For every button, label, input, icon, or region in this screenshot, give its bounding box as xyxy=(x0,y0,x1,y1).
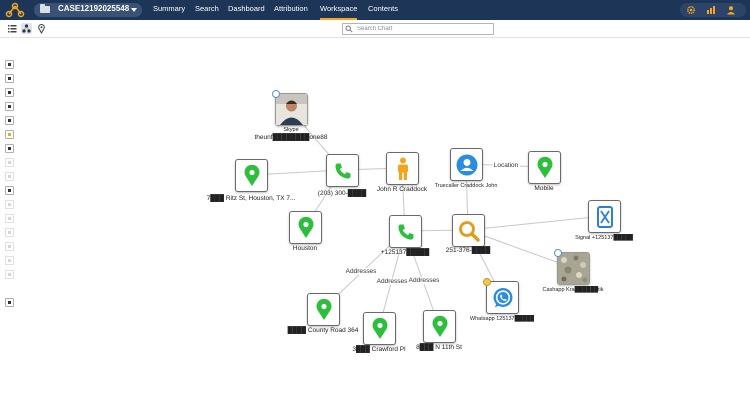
contact-icon xyxy=(456,154,478,176)
node-label: Houston xyxy=(292,245,318,252)
undo-icon[interactable] xyxy=(5,256,14,265)
app-logo-icon[interactable] xyxy=(4,1,26,19)
profile-photo-icon xyxy=(558,253,589,284)
node-badge-icon xyxy=(272,90,280,98)
node-label: +125137█████ xyxy=(380,249,430,256)
node-truecaller[interactable] xyxy=(450,148,483,181)
edge-search-cashapp xyxy=(467,229,574,269)
node-signal[interactable] xyxy=(588,200,621,233)
node-person-craddock[interactable] xyxy=(386,152,419,185)
graph-icon[interactable] xyxy=(21,23,32,34)
top-navigation-bar: CASE12192025548 Summary Search Dashboard… xyxy=(0,0,750,20)
node-label: Whatsapp 125137█████ xyxy=(469,316,535,322)
node-label: 8███ N 11th St xyxy=(416,344,462,351)
list-icon[interactable] xyxy=(7,23,18,34)
folder-icon xyxy=(40,4,50,13)
hide-icon[interactable] xyxy=(5,200,14,209)
phone-icon xyxy=(335,163,351,179)
node-addr-ritz[interactable] xyxy=(235,159,268,192)
node-skype[interactable] xyxy=(275,93,308,126)
image-icon[interactable] xyxy=(5,186,14,195)
search-chart-box xyxy=(342,23,494,35)
case-selector[interactable]: CASE12192025548 xyxy=(34,3,142,17)
gear-icon[interactable] xyxy=(686,5,696,15)
edge-search-signal xyxy=(467,215,605,231)
list-icon[interactable] xyxy=(5,74,14,83)
node-label: Mobile xyxy=(534,185,554,192)
layers-icon[interactable] xyxy=(5,158,14,167)
node-phone-1251[interactable] xyxy=(389,215,422,248)
signal-icon xyxy=(597,206,613,228)
stack-icon[interactable] xyxy=(5,172,14,181)
node-cashapp[interactable] xyxy=(557,252,590,285)
node-houston[interactable] xyxy=(289,211,322,244)
node-label: 3███ Crawford Pl xyxy=(352,346,406,353)
edge-label-addresses: Addresses xyxy=(375,278,409,286)
search-icon xyxy=(459,221,480,242)
search-icon xyxy=(345,25,353,33)
redo-icon[interactable] xyxy=(5,270,14,279)
settings-icon[interactable] xyxy=(5,60,14,69)
edge-label-addresses: Addresses xyxy=(344,268,378,276)
link-chart-canvas[interactable]: Location Addresses Addresses Addresses S… xyxy=(0,38,750,400)
nav-search[interactable]: Search xyxy=(195,4,219,13)
nav-dashboard[interactable]: Dashboard xyxy=(228,4,265,13)
nav-summary[interactable]: Summary xyxy=(153,4,186,13)
location-pin-icon xyxy=(244,165,260,186)
case-name: CASE12192025548 xyxy=(58,4,130,13)
node-label: (203) 300-████ xyxy=(317,190,367,197)
caret-down-icon xyxy=(131,8,137,12)
nav-contents[interactable]: Contents xyxy=(368,4,399,13)
node-label: 7███ Ritz St, Houston, TX 7... xyxy=(206,195,296,202)
node-label: John R Craddock xyxy=(376,186,428,193)
node-label: Skype xyxy=(283,127,299,133)
node-label: Cashapp Kra██████tik xyxy=(542,287,604,293)
node-badge-icon xyxy=(483,278,491,286)
node-crawford[interactable] xyxy=(363,312,396,345)
location-pin-icon xyxy=(372,318,388,339)
node-label: theunf████████one88 xyxy=(254,134,328,141)
profile-photo-icon xyxy=(276,94,307,125)
nav-attribution[interactable]: Attribution xyxy=(274,4,308,13)
user-icon[interactable] xyxy=(726,5,736,15)
node-label: 251-376-████ xyxy=(445,247,491,254)
node-label: ████ County Road 364 xyxy=(287,327,359,334)
node-county-road[interactable] xyxy=(307,293,340,326)
target-icon[interactable] xyxy=(5,144,14,153)
header-icon-group xyxy=(680,3,746,17)
eye-icon[interactable] xyxy=(5,228,14,237)
node-phone-203[interactable] xyxy=(326,154,359,187)
node-n11th[interactable] xyxy=(423,310,456,343)
fullscreen-icon[interactable] xyxy=(5,88,14,97)
chart-icon[interactable] xyxy=(706,5,716,15)
chart-toolbar xyxy=(0,20,750,38)
node-whatsapp[interactable] xyxy=(486,281,519,314)
trash-icon[interactable] xyxy=(5,298,14,307)
node-badge-icon xyxy=(554,249,562,257)
edge-label-addresses: Addresses xyxy=(407,277,441,285)
search-chart-input[interactable] xyxy=(357,24,491,34)
node-mobile[interactable] xyxy=(528,151,561,184)
nav-workspace[interactable]: Workspace xyxy=(320,0,358,20)
node-label: Signal +125137█████ xyxy=(575,235,633,241)
node-search-251[interactable] xyxy=(452,214,485,247)
person-icon xyxy=(398,157,408,180)
whatsapp-icon xyxy=(493,288,513,308)
play-icon[interactable] xyxy=(5,102,14,111)
pin-icon[interactable] xyxy=(36,23,47,34)
text-icon[interactable] xyxy=(5,214,14,223)
location-pin-icon xyxy=(316,299,332,320)
location-pin-icon xyxy=(432,316,448,337)
phone-icon xyxy=(398,224,414,240)
toggle-icon[interactable] xyxy=(5,116,14,125)
location-pin-icon xyxy=(298,217,314,238)
node-label: Truecaller Craddock John xyxy=(434,183,498,189)
location-pin-icon xyxy=(537,157,553,178)
frame-icon[interactable] xyxy=(5,242,14,251)
edge-label-location: Location xyxy=(492,162,520,170)
bulb-icon[interactable] xyxy=(5,130,14,139)
